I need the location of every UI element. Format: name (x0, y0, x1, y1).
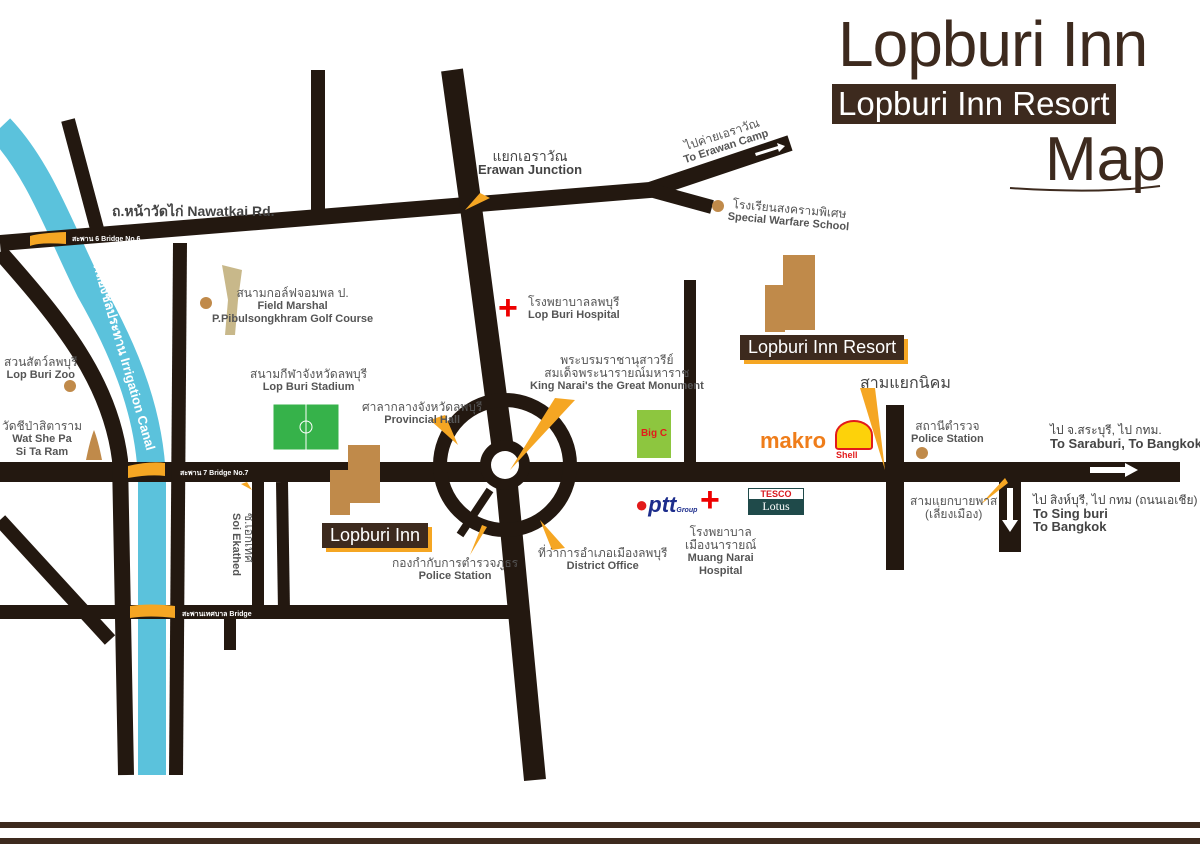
wat-stupa-icon (86, 430, 102, 460)
roundabout-spoke (456, 487, 494, 538)
sam-yaek-nikhom-label: สามแยกนิคม (860, 375, 951, 392)
title-swoosh (1009, 185, 1161, 192)
hotel-lopburi-inn[interactable]: Lopburi Inn (322, 523, 429, 548)
location-dot (200, 297, 212, 309)
big-c-logo: Big C (637, 410, 671, 458)
district-office-label: ที่ว่าการอำเภอเมืองลพบุรีDistrict Office (538, 546, 668, 573)
hospital-cross-icon: + (700, 481, 720, 519)
to-saraburi-label: ไป จ.สระบุรี, ไป กทม.To Saraburi, To Ban… (1050, 423, 1200, 451)
shell-label: Shell (836, 450, 858, 460)
bridge-6-label: สะพาน 6 Bridge No.6 (72, 236, 141, 243)
irrigation-canal (0, 118, 166, 775)
bridge-7-label: สะพาน 7 Bridge No.7 (180, 470, 249, 477)
lopburi-hospital-label: โรงพยาบาลลพบุรีLop Buri Hospital (528, 295, 620, 322)
warfare-branch (648, 183, 714, 214)
building-icon (330, 445, 380, 515)
provincial-hall-label: ศาลากลางจังหวัดลพบุรีProvincial Hall (362, 400, 483, 427)
footer-stripe (0, 822, 1200, 828)
bypass-junction-label: สามแยกบายพาส(เลี่ยงเมือง) (910, 494, 998, 521)
map-subtitle: Lopburi Inn Resort (832, 84, 1116, 124)
road-x180 (169, 242, 187, 776)
to-singburi-label: ไป สิงห์บุรี, ไป กทม (ถนนเอเชีย)To Sing … (1033, 493, 1198, 534)
makro-logo: makro (760, 428, 827, 453)
location-dot (712, 200, 724, 212)
map-title: Lopburi Inn (838, 8, 1148, 80)
road-x282 (276, 481, 290, 613)
monument-label: พระบรมราชานุสาวรีย์สมเด็จพระนารายณ์มหารา… (530, 353, 704, 393)
location-dot (64, 380, 76, 392)
location-dot (916, 447, 928, 459)
pointers (30, 193, 1008, 618)
bridge-muni-label: สะพานเทศบาล Bridge (182, 611, 252, 618)
building-icon (765, 255, 815, 332)
golfer-icon (222, 265, 242, 335)
hotel-lopburi-inn-resort[interactable]: Lopburi Inn Resort (740, 335, 905, 360)
road-label-nawatkai: ถ.หน้าวัดไก่ Nawatkai Rd. (112, 203, 275, 219)
stadium-label: สนามกีฬาจังหวัดลพบุรีLop Buri Stadium (250, 367, 368, 394)
left-road-1 (0, 246, 134, 776)
ptt-flame-icon: ● (635, 492, 649, 517)
footer-stripe (0, 838, 1200, 844)
hospital-cross-icon: + (498, 289, 518, 327)
shell-logo-icon (835, 420, 873, 450)
top-road (61, 118, 107, 242)
map-heading: Map (1045, 125, 1166, 194)
roundabout-outer (433, 393, 577, 537)
left-road-2 (0, 515, 116, 645)
ptt-logo: ●pttGroup (635, 492, 698, 517)
zoo-label: สวนสัตว์ลพบุรีLop Buri Zoo (4, 355, 78, 382)
main-road-ns (441, 68, 546, 782)
